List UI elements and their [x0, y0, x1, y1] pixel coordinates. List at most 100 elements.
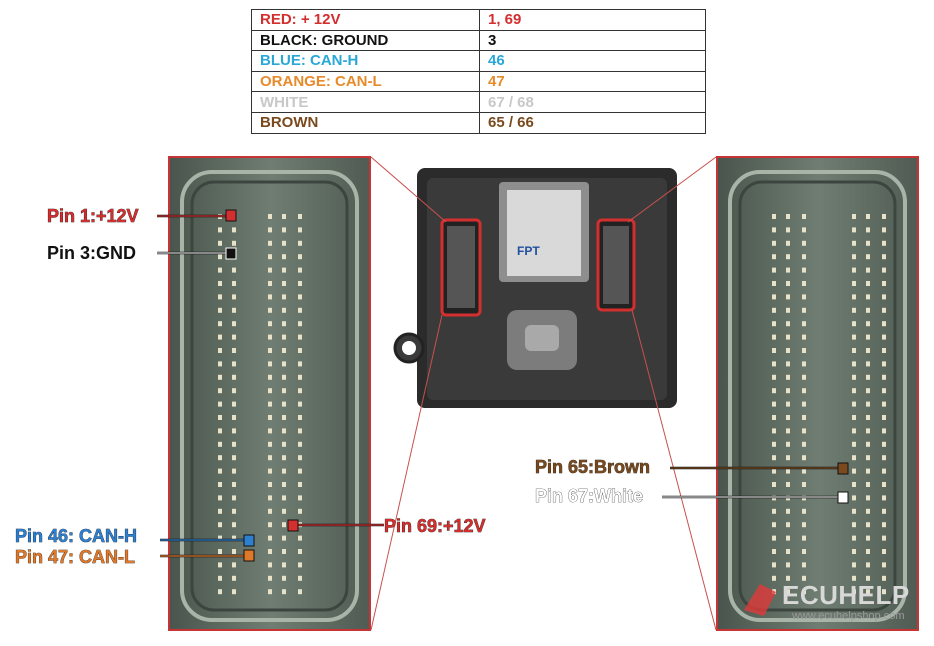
connector-pin	[268, 455, 272, 461]
zoom-line	[631, 309, 717, 631]
connector-pin	[882, 240, 886, 246]
connector-pin	[866, 388, 870, 394]
connector-pin	[298, 455, 302, 461]
brand-url: www.ecuhelpshop.com	[792, 610, 905, 622]
connector-pin	[232, 267, 236, 273]
connector-pin	[852, 267, 856, 273]
pin3-label: Pin 3:GND	[47, 243, 137, 263]
connector-pin	[282, 441, 286, 447]
connector-pin	[282, 549, 286, 554]
connector-pin	[298, 307, 302, 313]
connector-pin	[218, 240, 222, 246]
connector-pin	[218, 535, 222, 541]
connector-pin	[802, 468, 806, 474]
connector-pin	[802, 240, 806, 246]
connector-pin	[866, 321, 870, 327]
connector-pin	[268, 388, 272, 394]
connector-pin	[852, 240, 856, 246]
connector-pin	[852, 307, 856, 313]
connector-pin	[218, 334, 222, 340]
legend-row-orange: ORANGE: CAN-L 47	[251, 70, 706, 93]
connector-pin	[268, 348, 272, 353]
connector-pin	[802, 294, 806, 300]
connector-pin	[232, 321, 236, 327]
connector-pin	[232, 441, 236, 447]
connector-pin	[268, 468, 272, 474]
connector-pin	[282, 522, 286, 528]
connector-pin	[268, 321, 272, 327]
pin46-label: Pin 46: CAN-H	[15, 526, 138, 547]
connector-pin	[218, 227, 222, 233]
connector-pin	[268, 441, 272, 447]
connector-pin	[802, 334, 806, 340]
connector-pin	[218, 267, 222, 273]
pin1-label: Pin 1:+12V	[47, 206, 139, 227]
connector-pin	[802, 361, 806, 367]
connector-pin	[882, 401, 886, 407]
connector-pin	[786, 281, 790, 286]
connector-pin	[802, 428, 806, 434]
connector-pin	[298, 441, 302, 447]
connector-pin	[282, 294, 286, 300]
connector-pin	[786, 482, 790, 487]
pin3-marker	[225, 247, 237, 260]
connector-pin	[866, 575, 870, 581]
connector-pin	[232, 334, 236, 340]
connector-pin	[866, 294, 870, 300]
connector-pin	[882, 361, 886, 367]
connector-pin	[866, 374, 870, 380]
connector-pin	[852, 522, 856, 528]
wiring-legend-table: RED: + 12V 1, 69 BLACK: GROUND 3 BLUE: C…	[251, 9, 706, 134]
connector-pin	[852, 334, 856, 340]
connector-pin	[282, 374, 286, 380]
connector-pin	[282, 307, 286, 313]
connector-pin	[298, 214, 302, 219]
connector-pin	[772, 321, 776, 327]
connector-pin	[772, 374, 776, 380]
legend-row-white: WHITE 67 / 68	[251, 91, 706, 113]
connector-pin	[282, 281, 286, 286]
connector-pin	[772, 240, 776, 246]
connector-pin	[802, 455, 806, 461]
connector-pin	[218, 522, 222, 528]
connector-pin	[218, 361, 222, 367]
connector-pin	[866, 214, 870, 219]
connector-pin	[786, 535, 790, 541]
connector-pin	[866, 334, 870, 340]
connector-pin	[218, 388, 222, 394]
connector-pin	[866, 535, 870, 541]
connector-pin	[802, 575, 806, 581]
connector-pin	[882, 428, 886, 434]
connector-pin	[786, 549, 790, 554]
connector-pin	[882, 294, 886, 300]
left-connector-photo	[168, 156, 371, 631]
connector-pin	[282, 415, 286, 420]
connector-pin	[786, 522, 790, 528]
ecuhelp-logo-icon	[744, 584, 776, 616]
connector-pin	[852, 294, 856, 300]
connector-pin	[298, 415, 302, 420]
connector-pin	[218, 495, 222, 501]
connector-pin	[866, 348, 870, 353]
connector-pin	[866, 401, 870, 407]
connector-pin	[218, 441, 222, 447]
connector-pin	[802, 227, 806, 233]
connector-pin	[882, 589, 886, 595]
connector-pin	[786, 374, 790, 380]
connector-pin	[772, 254, 776, 260]
connector-pin	[232, 415, 236, 420]
connector-pin	[882, 227, 886, 233]
connector-pin	[882, 495, 886, 501]
connector-pin	[218, 482, 222, 487]
connector-pin	[852, 428, 856, 434]
connector-pin	[772, 281, 776, 286]
connector-pin	[866, 589, 870, 595]
connector-pin	[282, 388, 286, 394]
connector-pin	[882, 441, 886, 447]
connector-pin	[282, 334, 286, 340]
connector-pin	[772, 482, 776, 487]
zoom-line	[370, 314, 443, 631]
connector-pin	[802, 589, 806, 595]
connector-pin	[218, 415, 222, 420]
